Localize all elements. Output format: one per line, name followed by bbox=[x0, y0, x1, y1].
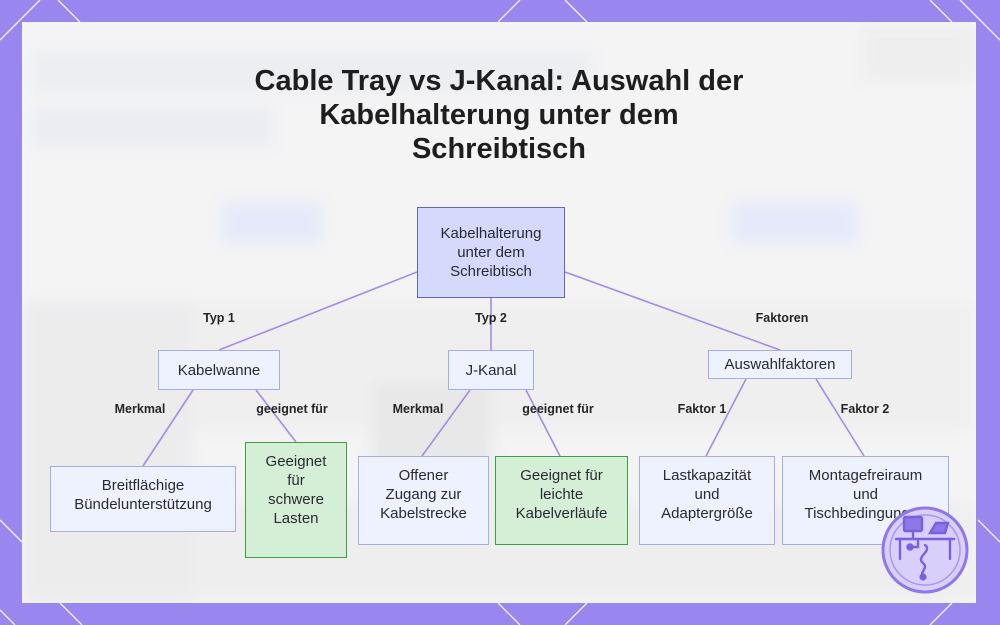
edge-branch-1-leaf-2 bbox=[255, 389, 297, 443]
leaf-node-line: Geeignet bbox=[265, 453, 327, 470]
root-node-line: unter dem bbox=[457, 244, 525, 261]
branch-node-auswahlfaktoren: Auswahlfaktoren bbox=[708, 350, 852, 379]
edge-label-merkmal-1: Merkmal bbox=[114, 402, 166, 416]
title-line-1: Cable Tray vs J-Kanal: Auswahl der bbox=[254, 65, 744, 97]
edge-root-branch-1 bbox=[218, 271, 418, 351]
edge-branch-3-leaf-1 bbox=[705, 378, 747, 457]
connector-lines bbox=[142, 271, 865, 467]
leaf-node-line: Bündelunterstützung bbox=[74, 496, 212, 513]
edge-label-faktoren: Faktoren bbox=[755, 311, 809, 325]
leaf-node-schwere-lasten: Geeignet für schwere Lasten bbox=[245, 442, 347, 558]
desk-cable-management-icon bbox=[881, 506, 969, 594]
branch-node-label: Kabelwanne bbox=[177, 361, 261, 379]
edge-branch-1-leaf-1 bbox=[142, 389, 194, 467]
leaf-node-line: für bbox=[287, 472, 305, 489]
edge-label-geeignet-1: geeignet für bbox=[256, 402, 328, 416]
leaf-node-line: schwere bbox=[268, 491, 324, 508]
leaf-node-breitflaechige: Breitflächige Bündelunterstützung bbox=[50, 466, 236, 532]
leaf-node-line: Zugang zur bbox=[385, 486, 462, 503]
edge-label-faktor-1: Faktor 1 bbox=[677, 402, 727, 416]
branch-node-kabelwanne: Kabelwanne bbox=[158, 350, 280, 390]
root-node: Kabelhalterung unter dem Schreibtisch bbox=[417, 207, 565, 298]
leaf-node-line: leichte bbox=[539, 486, 584, 503]
edge-branch-3-leaf-2 bbox=[815, 378, 865, 457]
leaf-node-line: und bbox=[694, 486, 720, 503]
title-line-2: Kabelhalterung unter dem bbox=[319, 99, 679, 131]
leaf-node-line: Montagefreiraum bbox=[808, 467, 923, 484]
leaf-node-line: Offener bbox=[398, 467, 449, 484]
edge-label-faktor-2: Faktor 2 bbox=[840, 402, 890, 416]
root-node-line: Schreibtisch bbox=[450, 263, 532, 280]
branch-node-label: J-Kanal bbox=[465, 361, 517, 379]
edge-branch-2-leaf-2 bbox=[525, 389, 561, 457]
branch-node-j-kanal: J-Kanal bbox=[448, 350, 534, 390]
branch-node-label: Auswahlfaktoren bbox=[724, 356, 836, 373]
leaf-node-offener-zugang: Offener Zugang zur Kabelstrecke bbox=[358, 456, 489, 545]
leaf-node-lastkapazitaet: Lastkapazität und Adaptergröße bbox=[639, 456, 775, 545]
leaf-node-leichte-kabelverlaeufe: Geeignet für leichte Kabelverläufe bbox=[495, 456, 628, 545]
title-line-3: Schreibtisch bbox=[411, 133, 587, 165]
edge-label-typ-1: Typ 1 bbox=[203, 311, 235, 325]
edge-branch-2-leaf-1 bbox=[421, 389, 471, 457]
edge-root-branch-3 bbox=[564, 271, 781, 351]
leaf-node-line: Lasten bbox=[273, 510, 319, 527]
root-node-line: Kabelhalterung bbox=[440, 225, 542, 242]
leaf-node-line: Kabelstrecke bbox=[380, 505, 467, 522]
leaf-node-line: Lastkapazität bbox=[662, 467, 752, 484]
edge-label-typ-2: Typ 2 bbox=[475, 311, 507, 325]
diagram-card: Cable Tray vs J-Kanal: Auswahl der Kabel… bbox=[22, 22, 976, 603]
leaf-node-line: Breitflächige bbox=[101, 477, 185, 494]
leaf-node-line: Geeignet für bbox=[520, 467, 603, 484]
edge-label-merkmal-2: Merkmal bbox=[392, 402, 444, 416]
leaf-node-line: Kabelverläufe bbox=[515, 505, 608, 522]
leaf-node-line: Adaptergröße bbox=[661, 505, 753, 522]
leaf-node-line: und bbox=[852, 486, 879, 503]
edge-label-geeignet-2: geeignet für bbox=[522, 402, 594, 416]
